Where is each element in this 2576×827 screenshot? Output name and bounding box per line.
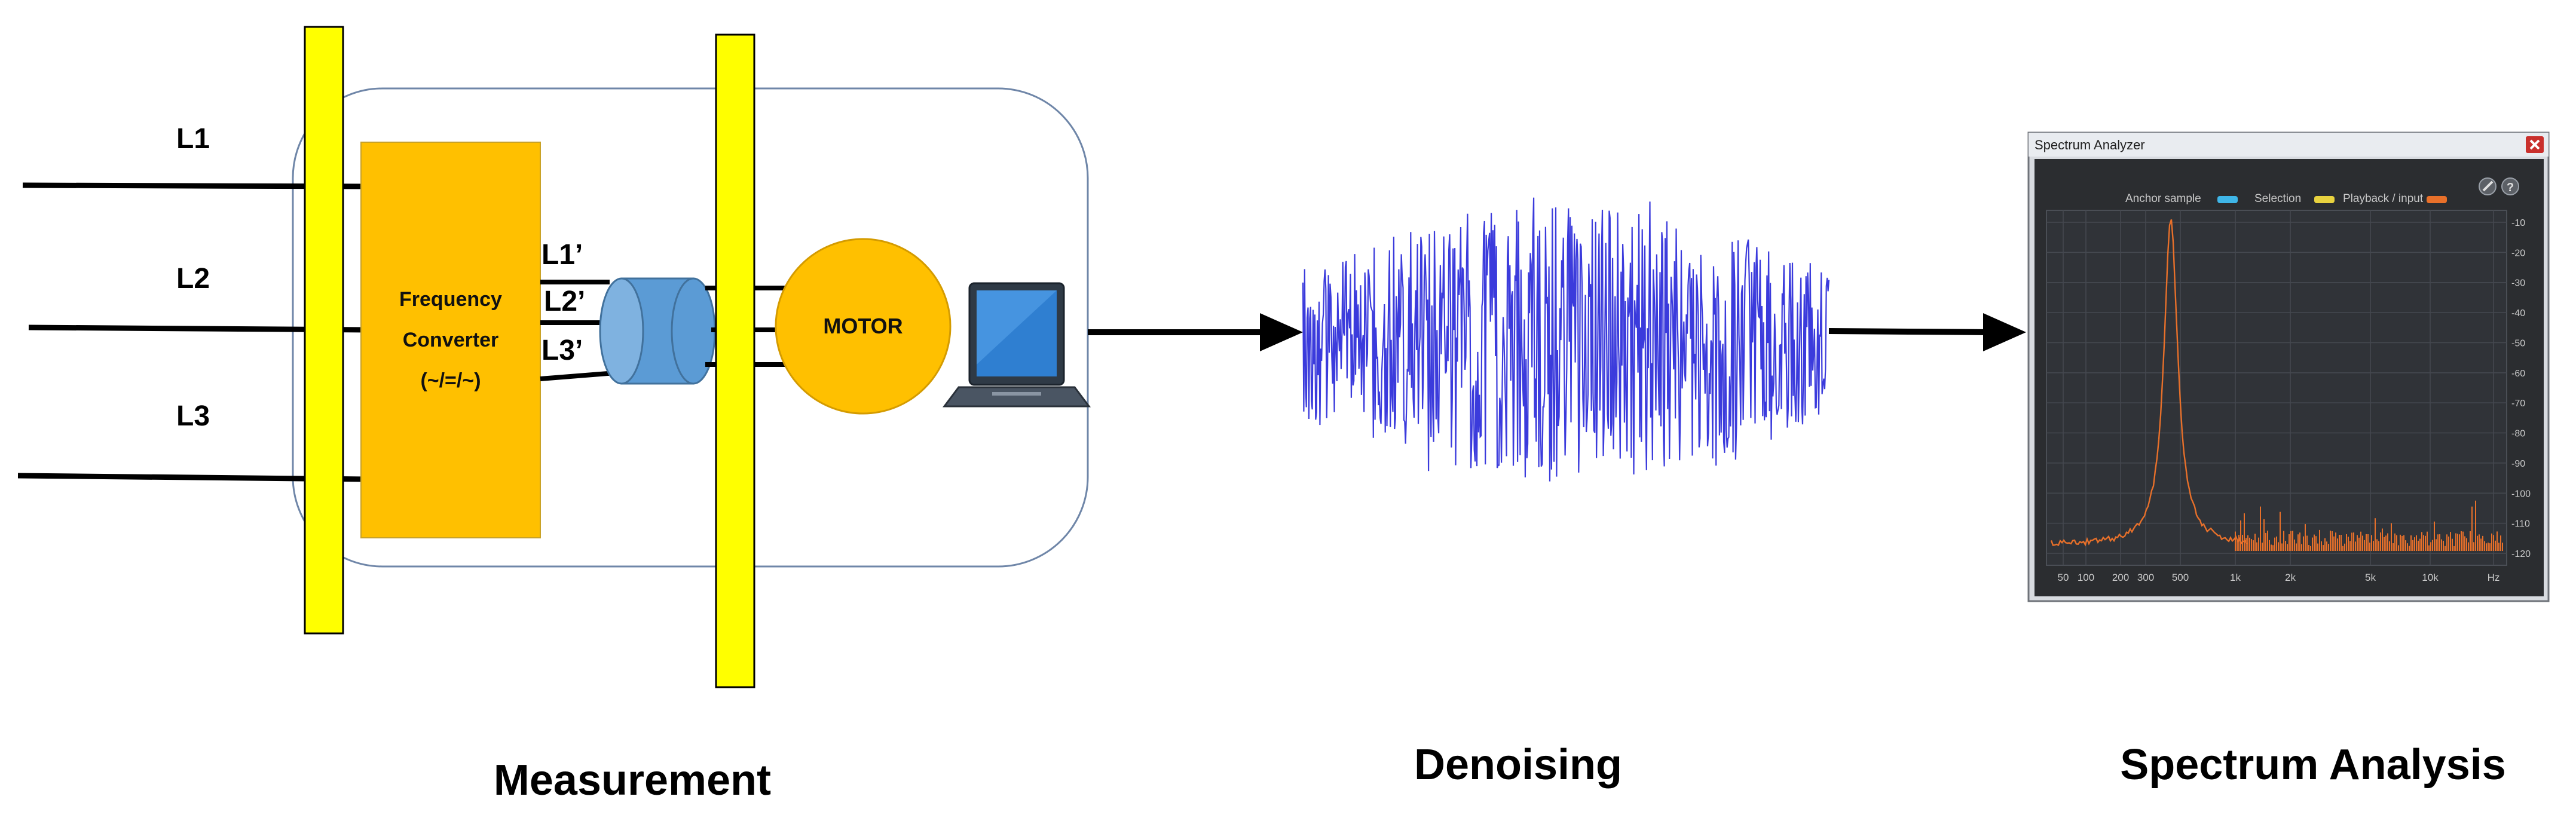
converter-label-2: Converter xyxy=(403,329,499,351)
arrow-to-spectrum xyxy=(1828,313,2026,351)
converter-label-3: (~/=/~) xyxy=(420,369,481,392)
spectrum-analyzer-window: Spectrum Analyzer Anchor sample Selectio… xyxy=(2027,131,2550,602)
y-tick-label: -80 xyxy=(2511,429,2525,439)
y-tick-label: -10 xyxy=(2511,218,2525,228)
close-icon[interactable] xyxy=(2526,136,2544,153)
x-tick-label: 500 xyxy=(2172,572,2189,583)
noise-waveform xyxy=(1302,197,1830,482)
section-label-denoising: Denoising xyxy=(1414,741,1622,789)
x-tick-label: 5k xyxy=(2365,572,2376,583)
y-tick-label: -40 xyxy=(2511,308,2525,318)
label-l3: L3 xyxy=(176,400,210,432)
spectrum-noise-floor xyxy=(2235,500,2503,551)
x-axis-ticks: 50 100 200 300 500 1k 2k 5k 10k Hz xyxy=(2058,572,2500,583)
y-axis-ticks: -10 -20 -30 -40 -50 -60 -70 -80 -90 -100 -110 -120 xyxy=(2511,218,2531,559)
x-tick-label: 100 xyxy=(2078,572,2094,583)
legend-playback-swatch xyxy=(2427,196,2447,203)
plot-grid xyxy=(2046,210,2507,565)
section-label-measurement: Measurement xyxy=(494,756,771,804)
svg-text:?: ? xyxy=(2507,181,2514,194)
y-tick-label: -100 xyxy=(2511,489,2531,499)
wrench-icon[interactable] xyxy=(2479,177,2497,195)
laptop-icon xyxy=(943,282,1091,408)
y-tick-label: -30 xyxy=(2511,278,2525,289)
spectrum-trace xyxy=(2050,219,2248,547)
motor xyxy=(775,238,952,415)
analyzer-legend: Anchor sample Selection Playback / input xyxy=(2125,192,2447,205)
help-icon[interactable]: ? xyxy=(2501,177,2519,195)
motor-label: MOTOR xyxy=(823,314,902,338)
y-tick-label: -50 xyxy=(2511,338,2525,348)
legend-anchor-swatch xyxy=(2217,196,2238,203)
window-title: Spectrum Analyzer xyxy=(2035,137,2145,152)
left-pillar xyxy=(304,26,344,635)
x-tick-label: 2k xyxy=(2285,572,2296,583)
plot-area xyxy=(2046,210,2507,566)
right-pillar xyxy=(715,33,755,688)
label-l1: L1 xyxy=(176,123,210,155)
y-tick-label: -60 xyxy=(2511,369,2525,379)
output-line-l3 xyxy=(540,370,616,381)
measurement-section: L1 L2 L3 Frequency Converter (~/=/~) L1’… xyxy=(17,26,1303,688)
section-label-spectrum-analysis: Spectrum Analysis xyxy=(2120,741,2506,789)
x-tick-label: Hz xyxy=(2488,572,2500,583)
y-tick-label: -120 xyxy=(2511,549,2531,559)
x-tick-label: 200 xyxy=(2112,572,2129,583)
y-tick-label: -70 xyxy=(2511,399,2525,409)
x-tick-label: 300 xyxy=(2137,572,2154,583)
label-l3-prime: L3’ xyxy=(541,335,583,366)
label-l2-prime: L2’ xyxy=(544,286,585,317)
legend-selection-swatch xyxy=(2314,196,2335,203)
x-tick-label: 50 xyxy=(2058,572,2069,583)
legend-anchor-sample: Anchor sample xyxy=(2125,192,2201,205)
arrow-to-denoising xyxy=(1088,313,1303,351)
x-tick-label: 10k xyxy=(2422,572,2439,583)
label-l2: L2 xyxy=(176,263,210,295)
converter-label-1: Frequency xyxy=(399,288,502,311)
legend-playback-input: Playback / input xyxy=(2343,192,2424,205)
y-tick-label: -110 xyxy=(2511,519,2530,529)
frequency-converter xyxy=(360,142,541,538)
y-tick-label: -20 xyxy=(2511,248,2525,258)
window-title-bar xyxy=(2029,133,2549,157)
denoising-section xyxy=(1302,197,2026,482)
y-tick-label: -90 xyxy=(2511,459,2525,469)
coupling-cylinder xyxy=(599,277,716,385)
x-tick-label: 1k xyxy=(2230,572,2241,583)
legend-selection: Selection xyxy=(2254,192,2301,205)
label-l1-prime: L1’ xyxy=(541,239,583,271)
